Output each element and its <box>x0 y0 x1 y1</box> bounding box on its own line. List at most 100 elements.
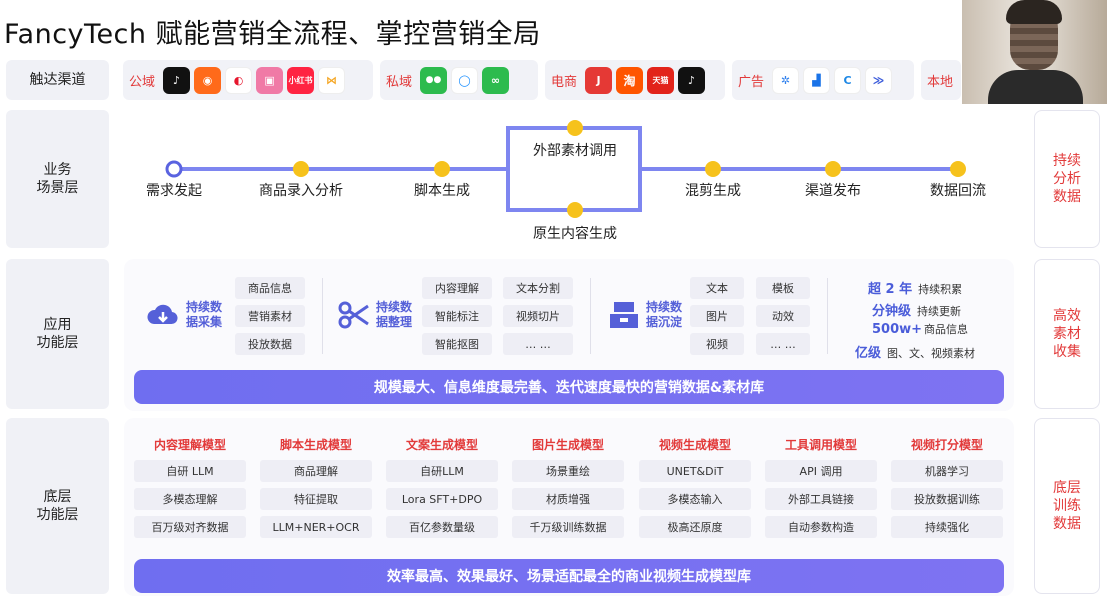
model-item: 材质增强 <box>512 488 624 510</box>
model-item: LLM+NER+OCR <box>260 516 372 538</box>
model-column: 图片生成模型 场景重绘 材质增强 千万级训练数据 <box>512 436 624 538</box>
flow-step-label: 混剪生成 <box>685 183 741 199</box>
model-title: 文案生成模型 <box>405 438 478 452</box>
feature-title-line: 持续数 <box>646 300 683 314</box>
channel-group-name: 电商 <box>551 74 578 90</box>
model-item: Lora SFT+DPO <box>386 488 498 510</box>
divider <box>590 278 591 354</box>
model-title: 工具调用模型 <box>784 438 857 452</box>
feature-title-line: 据采集 <box>186 315 223 329</box>
scissors-icon <box>338 301 369 329</box>
flow-branch-box <box>506 126 642 212</box>
stat-item: 超 2 年持续积累 <box>868 278 962 297</box>
taobao-icon: 淘 <box>616 66 644 94</box>
feature-title: 持续数据整理 <box>376 300 418 330</box>
stat-text: 商品信息 <box>924 323 969 336</box>
model-item: 多模态理解 <box>134 488 246 510</box>
stat-text: 持续积累 <box>918 283 963 296</box>
cloud-download-icon <box>147 304 178 325</box>
model-item: 千万级训练数据 <box>512 516 624 538</box>
business-flow-diagram: 需求发起 商品录入分析 脚本生成 外部素材调用 原生内容生成 混剪生成 渠道发布… <box>146 120 986 242</box>
feature-data-organizing: 持续数据整理 <box>338 300 418 330</box>
tag: 图片 <box>690 305 744 327</box>
model-column: 文案生成模型 自研LLM Lora SFT+DPO 百亿参数量级 <box>386 436 498 538</box>
model-item: 持续强化 <box>891 516 1003 538</box>
flow-step-label: 原生内容生成 <box>533 225 617 242</box>
model-item: 自动参数构造 <box>765 516 877 538</box>
tag: 文本分割 <box>503 277 573 299</box>
model-item: 商品理解 <box>260 460 372 482</box>
archive-box-icon <box>610 302 638 328</box>
mini-program-icon: ∞ <box>482 66 510 94</box>
stat-text: 持续更新 <box>917 305 962 318</box>
right-label-application: 高效素材收集 <box>1034 259 1100 409</box>
qq-chat-icon: ◯ <box>451 66 479 94</box>
douyin-icon: ♪ <box>163 66 191 94</box>
tmall-icon: 天猫 <box>647 66 675 94</box>
model-item: 特征提取 <box>260 488 372 510</box>
flow-step-label: 脚本生成 <box>414 183 470 199</box>
shipinhao-icon: ⋈ <box>318 66 346 94</box>
ad-platform-4-icon: ≫ <box>865 66 893 94</box>
bilibili-icon: ▣ <box>256 66 284 94</box>
base-banner: 效率最高、效果最好、场景适配最全的商业视频生成模型库 <box>134 559 1004 593</box>
model-item: 自研 LLM <box>134 460 246 482</box>
row-label-base: 底层功能层 <box>6 418 109 594</box>
tag: 模板 <box>756 277 810 299</box>
kuaishou-icon: ◉ <box>194 66 222 94</box>
tag: 内容理解 <box>422 277 492 299</box>
flow-step-label: 商品录入分析 <box>259 183 343 199</box>
jd-icon: J <box>585 66 613 94</box>
flow-node <box>705 161 721 177</box>
flow-node <box>293 161 309 177</box>
right-label-line: 分析 <box>1053 171 1081 187</box>
tag: 智能标注 <box>422 305 492 327</box>
flow-start-node <box>165 160 183 178</box>
feature-title-line: 据整理 <box>376 315 413 329</box>
row-label-application-line2: 功能层 <box>36 335 79 351</box>
channel-group-local: 本地 <box>921 60 961 100</box>
model-title: 脚本生成模型 <box>279 438 352 452</box>
divider <box>827 278 828 354</box>
row-label-channels: 触达渠道 <box>6 60 109 100</box>
stat-value: 500w+ <box>872 322 923 337</box>
model-title: 图片生成模型 <box>531 438 604 452</box>
channel-group-name: 公域 <box>129 74 156 90</box>
flow-node <box>567 202 583 218</box>
model-item: 多模态输入 <box>639 488 751 510</box>
model-title: 视频打分模型 <box>910 438 983 452</box>
flow-step-label: 外部素材调用 <box>533 143 617 159</box>
tag: 文本 <box>690 277 744 299</box>
right-label-line: 素材 <box>1053 326 1081 342</box>
right-label-line: 持续 <box>1053 153 1081 169</box>
feature-title-line: 持续数 <box>186 300 223 314</box>
douyin-shop-icon: ♪ <box>678 66 706 94</box>
webcam-overlay <box>962 0 1107 104</box>
flow-step-label: 数据回流 <box>930 183 986 199</box>
row-label-application: 应用功能层 <box>6 259 109 409</box>
flow-node <box>567 120 583 136</box>
stat-item: 500w+商品信息 <box>872 321 968 337</box>
row-label-business: 业务场景层 <box>6 110 109 248</box>
model-column: 工具调用模型 API 调用 外部工具链接 自动参数构造 <box>765 436 877 538</box>
tag: 智能抠图 <box>422 333 492 355</box>
model-item: UNET&DiT <box>639 460 751 482</box>
row-label-application-line1: 应用 <box>43 317 72 333</box>
right-label-line: 数据 <box>1053 516 1081 532</box>
flow-node <box>950 161 966 177</box>
model-title: 视频生成模型 <box>658 438 731 452</box>
feature-title: 持续数据沉淀 <box>646 300 688 330</box>
tag: 动效 <box>756 305 810 327</box>
tag: 投放数据 <box>235 333 305 355</box>
model-column: 脚本生成模型 商品理解 特征提取 LLM+NER+OCR <box>260 436 372 538</box>
right-label-line: 数据 <box>1053 189 1081 205</box>
xiaohongshu-icon: 小红书 <box>287 66 315 94</box>
stat-text: 图、文、视频素材 <box>887 347 976 360</box>
model-item: 外部工具链接 <box>765 488 877 510</box>
ad-platform-3-icon: C <box>834 66 862 94</box>
tag: 视频切片 <box>503 305 573 327</box>
channel-group-private: 私域 ●● ◯ ∞ <box>380 60 538 100</box>
ad-platform-2-icon: ▟ <box>803 66 831 94</box>
wechat-icon: ●● <box>420 66 448 94</box>
channel-group-ads: 广告 ✲ ▟ C ≫ <box>732 60 914 100</box>
